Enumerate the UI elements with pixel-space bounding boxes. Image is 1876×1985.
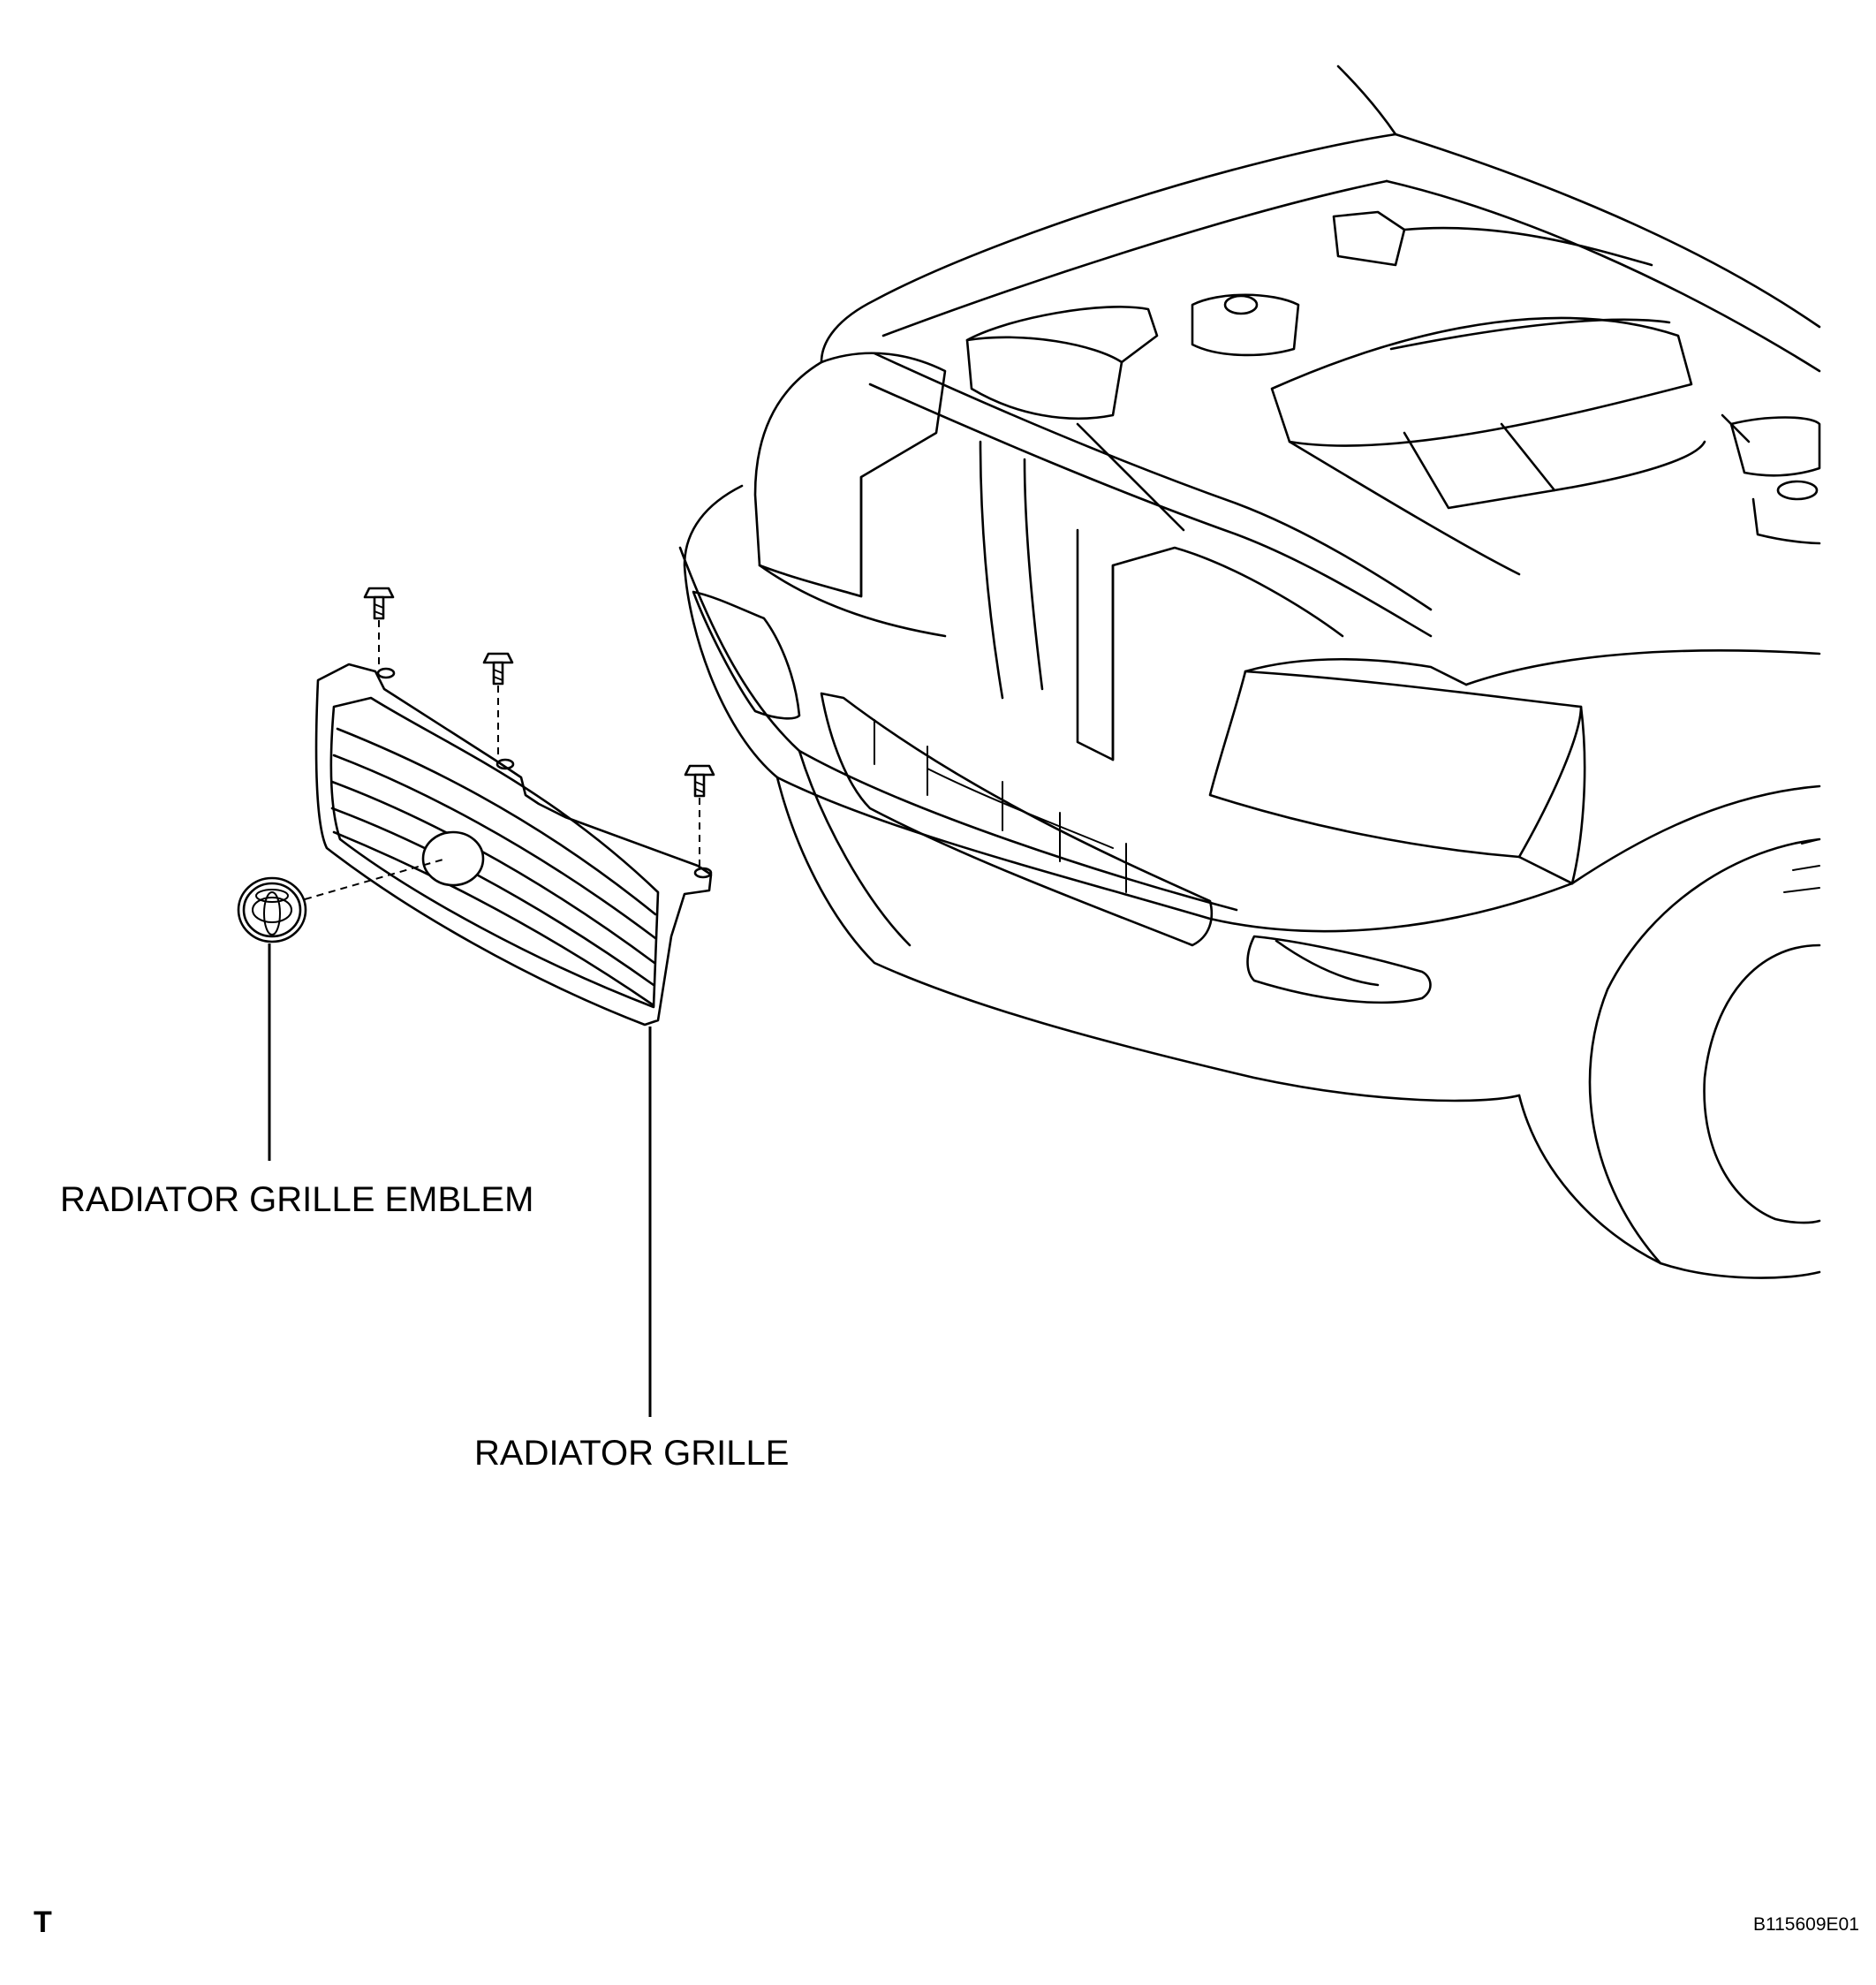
vehicle-front-end xyxy=(678,64,1821,1279)
radiator-grille-emblem-label: RADIATOR GRILLE EMBLEM xyxy=(60,1180,534,1219)
radiator-grille-emblem-part xyxy=(237,858,447,943)
figure-id: B115609E01 xyxy=(1753,1914,1859,1935)
screws xyxy=(363,587,715,866)
screw-left xyxy=(363,587,395,668)
radiator-grille-part xyxy=(314,663,713,1027)
screw-right xyxy=(684,764,715,866)
screw-center xyxy=(482,652,514,756)
page-code: T xyxy=(34,1905,52,1939)
radiator-grille-label: RADIATOR GRILLE xyxy=(474,1434,790,1473)
